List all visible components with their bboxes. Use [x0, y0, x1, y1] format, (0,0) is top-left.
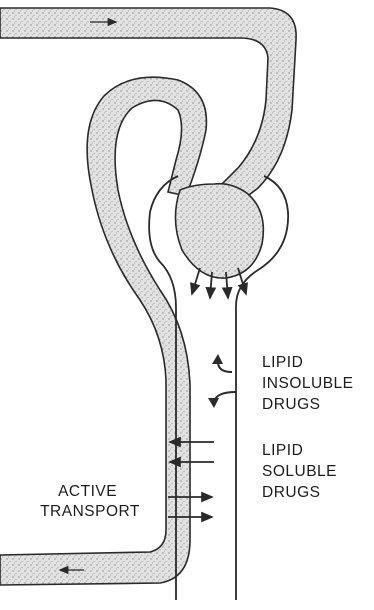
- label-lipid-insoluble: LIPID INSOLUBLE DRUGS: [262, 354, 358, 413]
- glomerulus: [175, 184, 263, 278]
- insoluble-hook-arrow-1-head: [212, 354, 223, 364]
- afferent-vessel: [0, 8, 296, 205]
- label-active-transport: ACTIVE TRANSPORT: [40, 483, 140, 520]
- label-lipid-soluble: LIPID SOLUBLE DRUGS: [262, 442, 342, 501]
- insoluble-hook-arrow-2-head: [208, 398, 219, 408]
